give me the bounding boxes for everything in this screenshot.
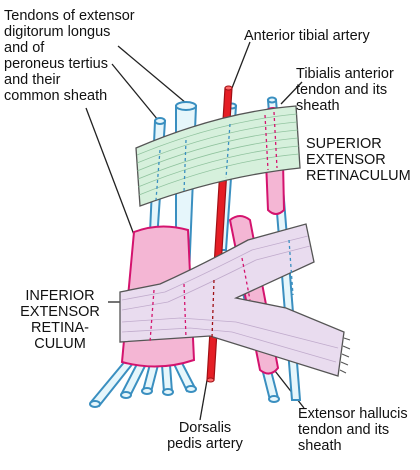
label-edl-tendons: Tendons of extensor digitorum longus and…	[4, 8, 135, 104]
superior-retinaculum	[135, 105, 301, 207]
label-extensor-hallucis: Extensor hallucis tendon and its sheath	[298, 406, 408, 454]
toe-tendon-1-end	[89, 400, 101, 408]
toe-tendon-3-end	[141, 387, 153, 395]
leader-edl-1	[117, 45, 187, 104]
toe-tendon-2-end	[120, 391, 132, 399]
leader-anterior-tibial	[231, 41, 251, 89]
artery-end-top	[224, 85, 233, 91]
tendon-2-end	[175, 101, 197, 111]
toe-tendon-4	[160, 364, 174, 393]
label-dorsalis-pedis: Dorsalis pedis artery	[167, 420, 243, 452]
tibialis-tendon-end	[267, 96, 277, 104]
leader-tibialis	[280, 81, 303, 105]
artery-end-bottom	[206, 377, 215, 383]
toe-tendon-4-end	[162, 388, 174, 396]
label-inferior-retinaculum: INFERIOR EXTENSOR RETINA- CULUM	[20, 288, 100, 352]
leader-edl-2	[111, 63, 159, 121]
tendon-1-end	[154, 117, 166, 125]
inferior-retinaculum	[119, 223, 351, 377]
hallucis-tendon-end	[268, 395, 280, 403]
label-anterior-tibial-artery: Anterior tibial artery	[244, 28, 370, 44]
dashed-courses	[149, 111, 294, 343]
inferior-band	[119, 223, 345, 377]
label-tibialis-anterior: Tibialis anterior tendon and its sheath	[296, 66, 394, 114]
leader-edl-3	[85, 107, 137, 241]
toe-tendon-5-end	[185, 385, 197, 393]
label-superior-retinaculum: SUPERIOR EXTENSOR RETINACULUM	[306, 136, 411, 184]
